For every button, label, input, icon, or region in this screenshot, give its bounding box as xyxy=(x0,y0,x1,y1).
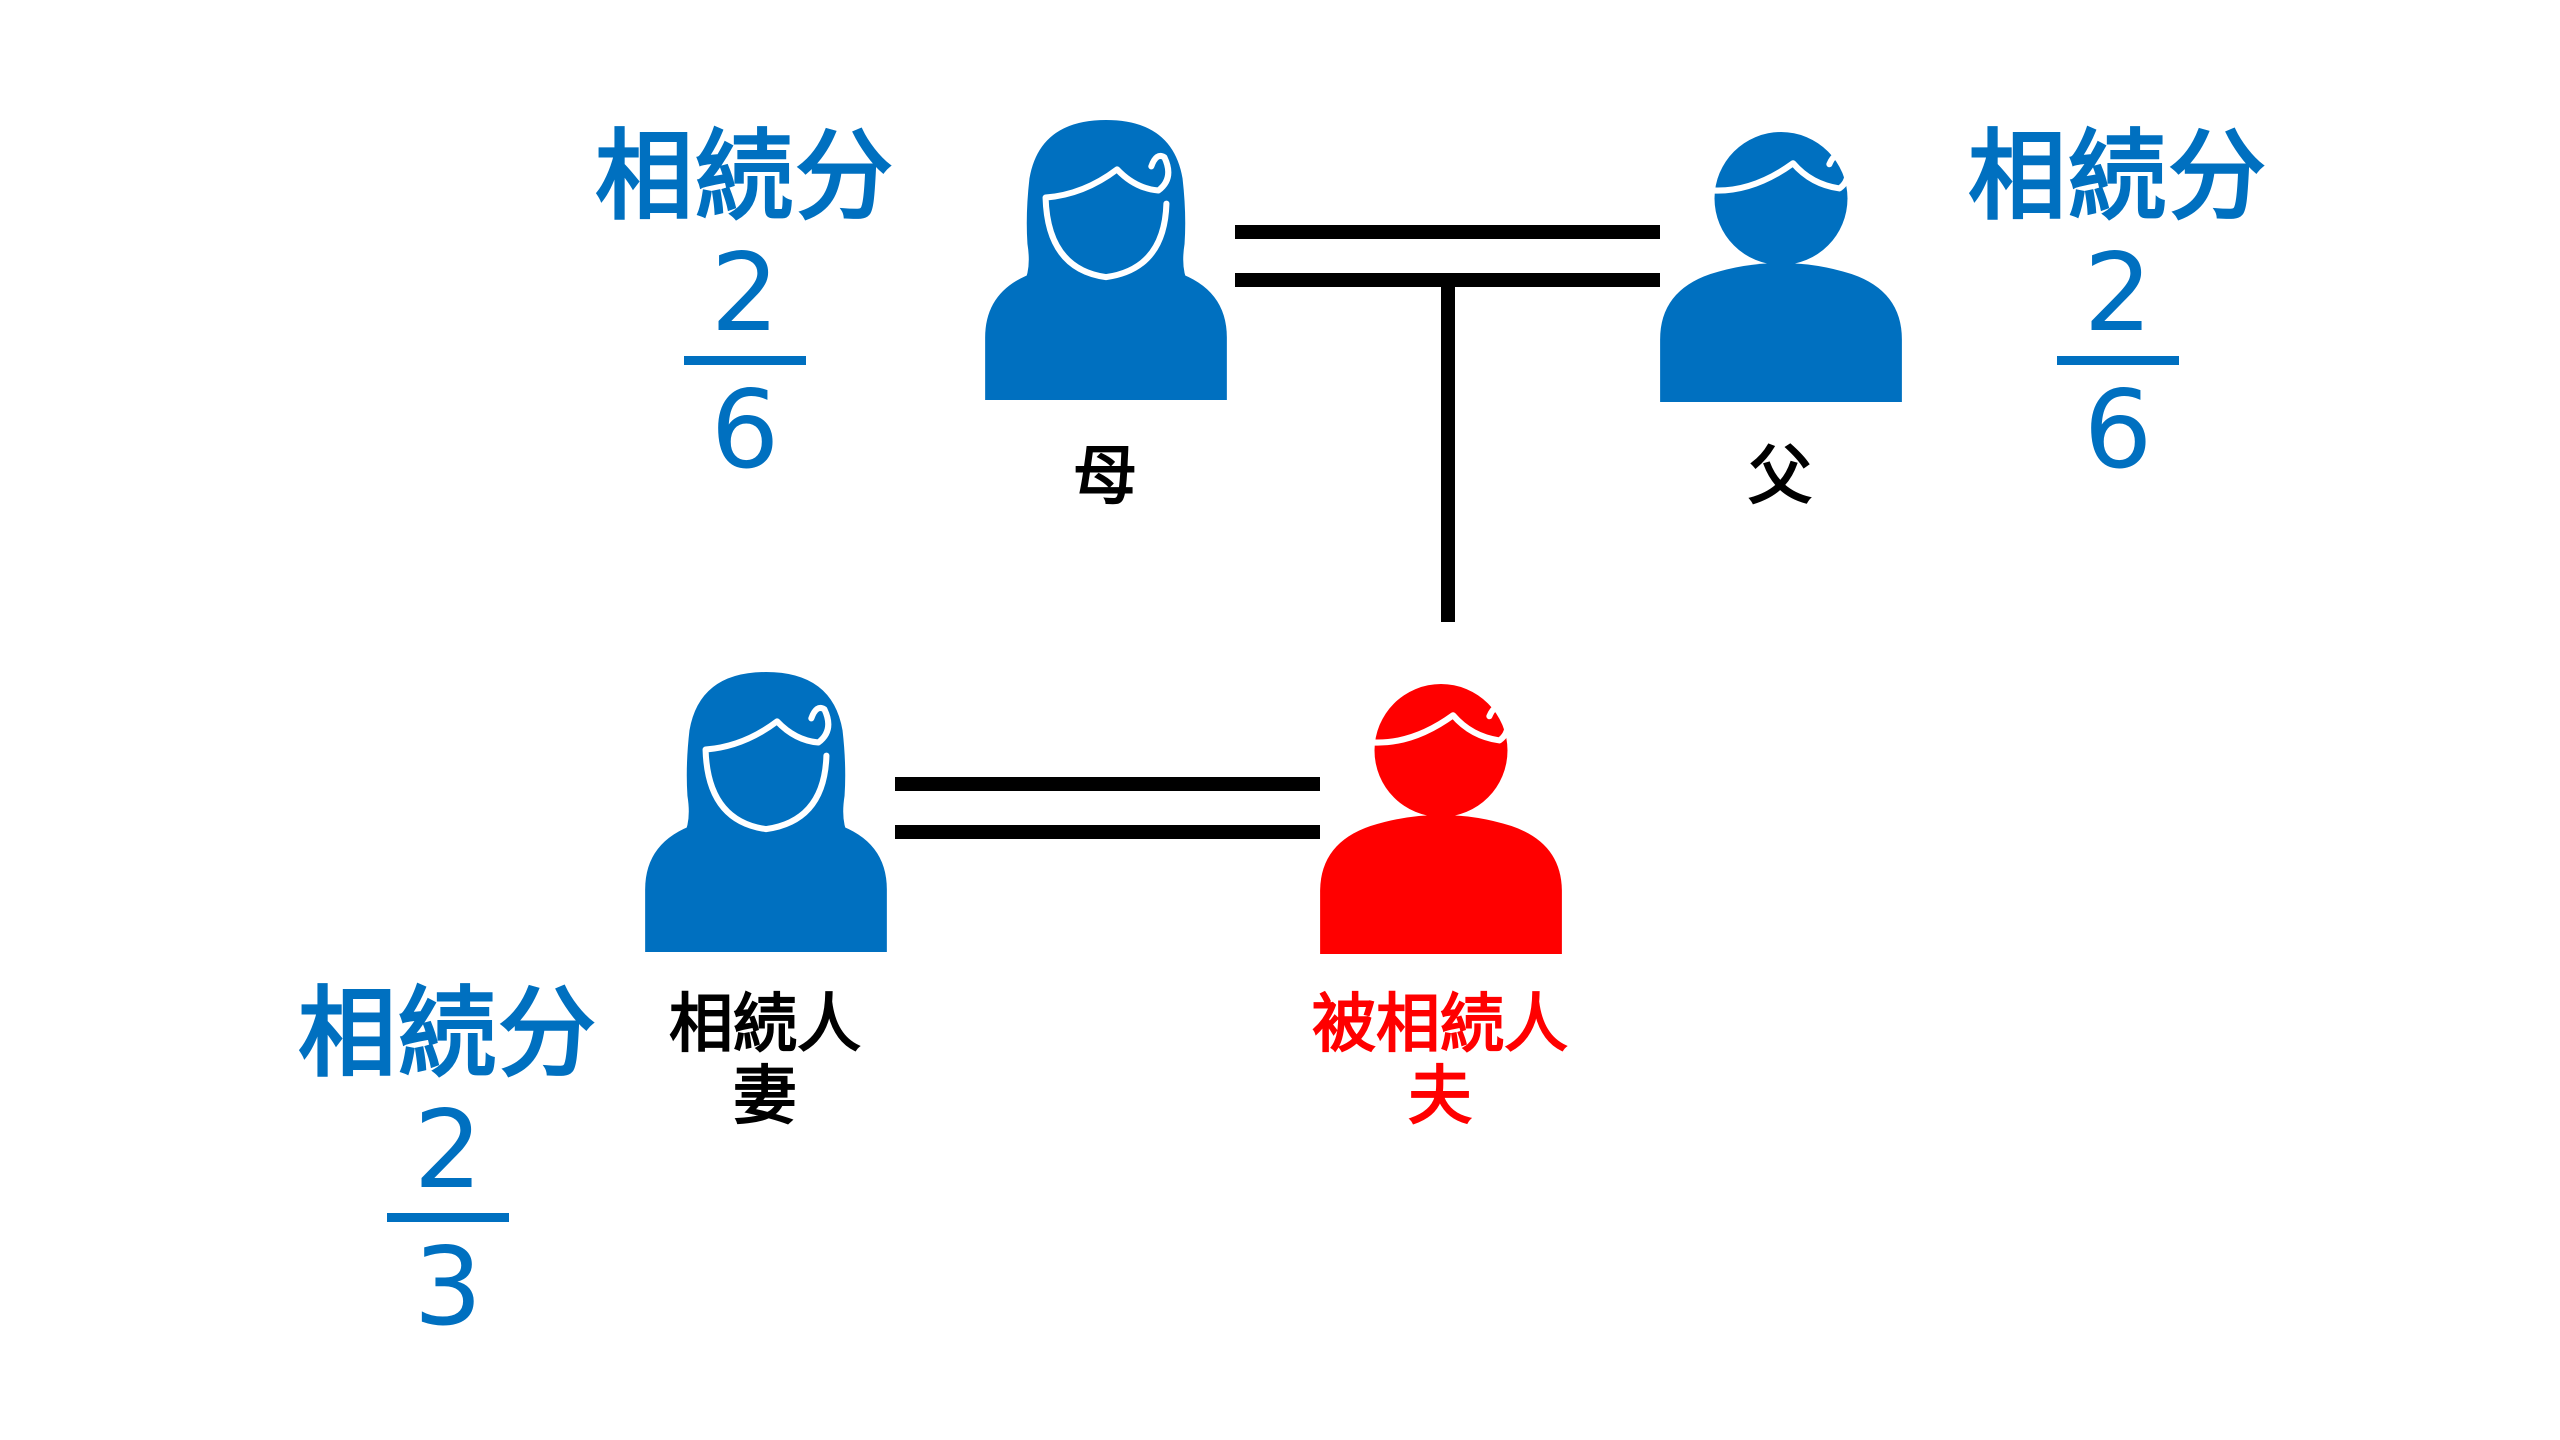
parents-marriage-line-bottom xyxy=(1235,273,1660,287)
husband-name: 夫 xyxy=(1408,1059,1472,1134)
father-share-label: 相続分 xyxy=(1968,120,2269,234)
father-share: 相続分 2 6 xyxy=(1968,128,2268,485)
husband-man-icon xyxy=(1320,684,1562,954)
wife-share-fraction-bar xyxy=(387,1213,509,1222)
husband-name-label: 被相続人 夫 xyxy=(1240,988,1640,1134)
mother-share-numerator: 2 xyxy=(710,231,780,356)
father-share-denominator: 6 xyxy=(2083,368,2153,493)
couple-marriage-line-top xyxy=(895,777,1320,791)
man-figure xyxy=(1660,132,1902,402)
mother-name: 母 xyxy=(1073,440,1137,514)
wife-share-denominator: 3 xyxy=(413,1225,483,1350)
wife-woman-icon xyxy=(645,672,887,952)
mother-name-label: 母 xyxy=(905,440,1305,514)
wife-name-label: 相続人 妻 xyxy=(565,988,965,1134)
wife-share-numerator: 2 xyxy=(413,1088,483,1213)
parent-child-line xyxy=(1441,287,1455,622)
mother-woman-icon xyxy=(985,120,1227,400)
mother-share-denominator: 6 xyxy=(710,368,780,493)
parents-marriage-line-top xyxy=(1235,225,1660,239)
wife-role: 相続人 xyxy=(669,988,861,1062)
mother-share-label: 相続分 xyxy=(595,120,896,234)
father-name-label: 父 xyxy=(1580,440,1980,514)
wife-name: 妻 xyxy=(733,1059,797,1134)
father-man-icon xyxy=(1660,132,1902,402)
mother-share-fraction-bar xyxy=(684,356,806,365)
husband-role: 被相続人 xyxy=(1312,988,1568,1062)
wife-share-label: 相続分 xyxy=(298,977,599,1091)
woman-figure xyxy=(645,672,887,952)
father-name: 父 xyxy=(1748,440,1812,514)
father-share-numerator: 2 xyxy=(2083,231,2153,356)
mother-share: 相続分 2 6 xyxy=(595,128,895,485)
couple-marriage-line-bottom xyxy=(895,825,1320,839)
father-share-fraction-bar xyxy=(2057,356,2179,365)
man-figure xyxy=(1320,684,1562,954)
wife-share: 相続分 2 3 xyxy=(298,985,598,1342)
woman-figure xyxy=(985,120,1227,400)
